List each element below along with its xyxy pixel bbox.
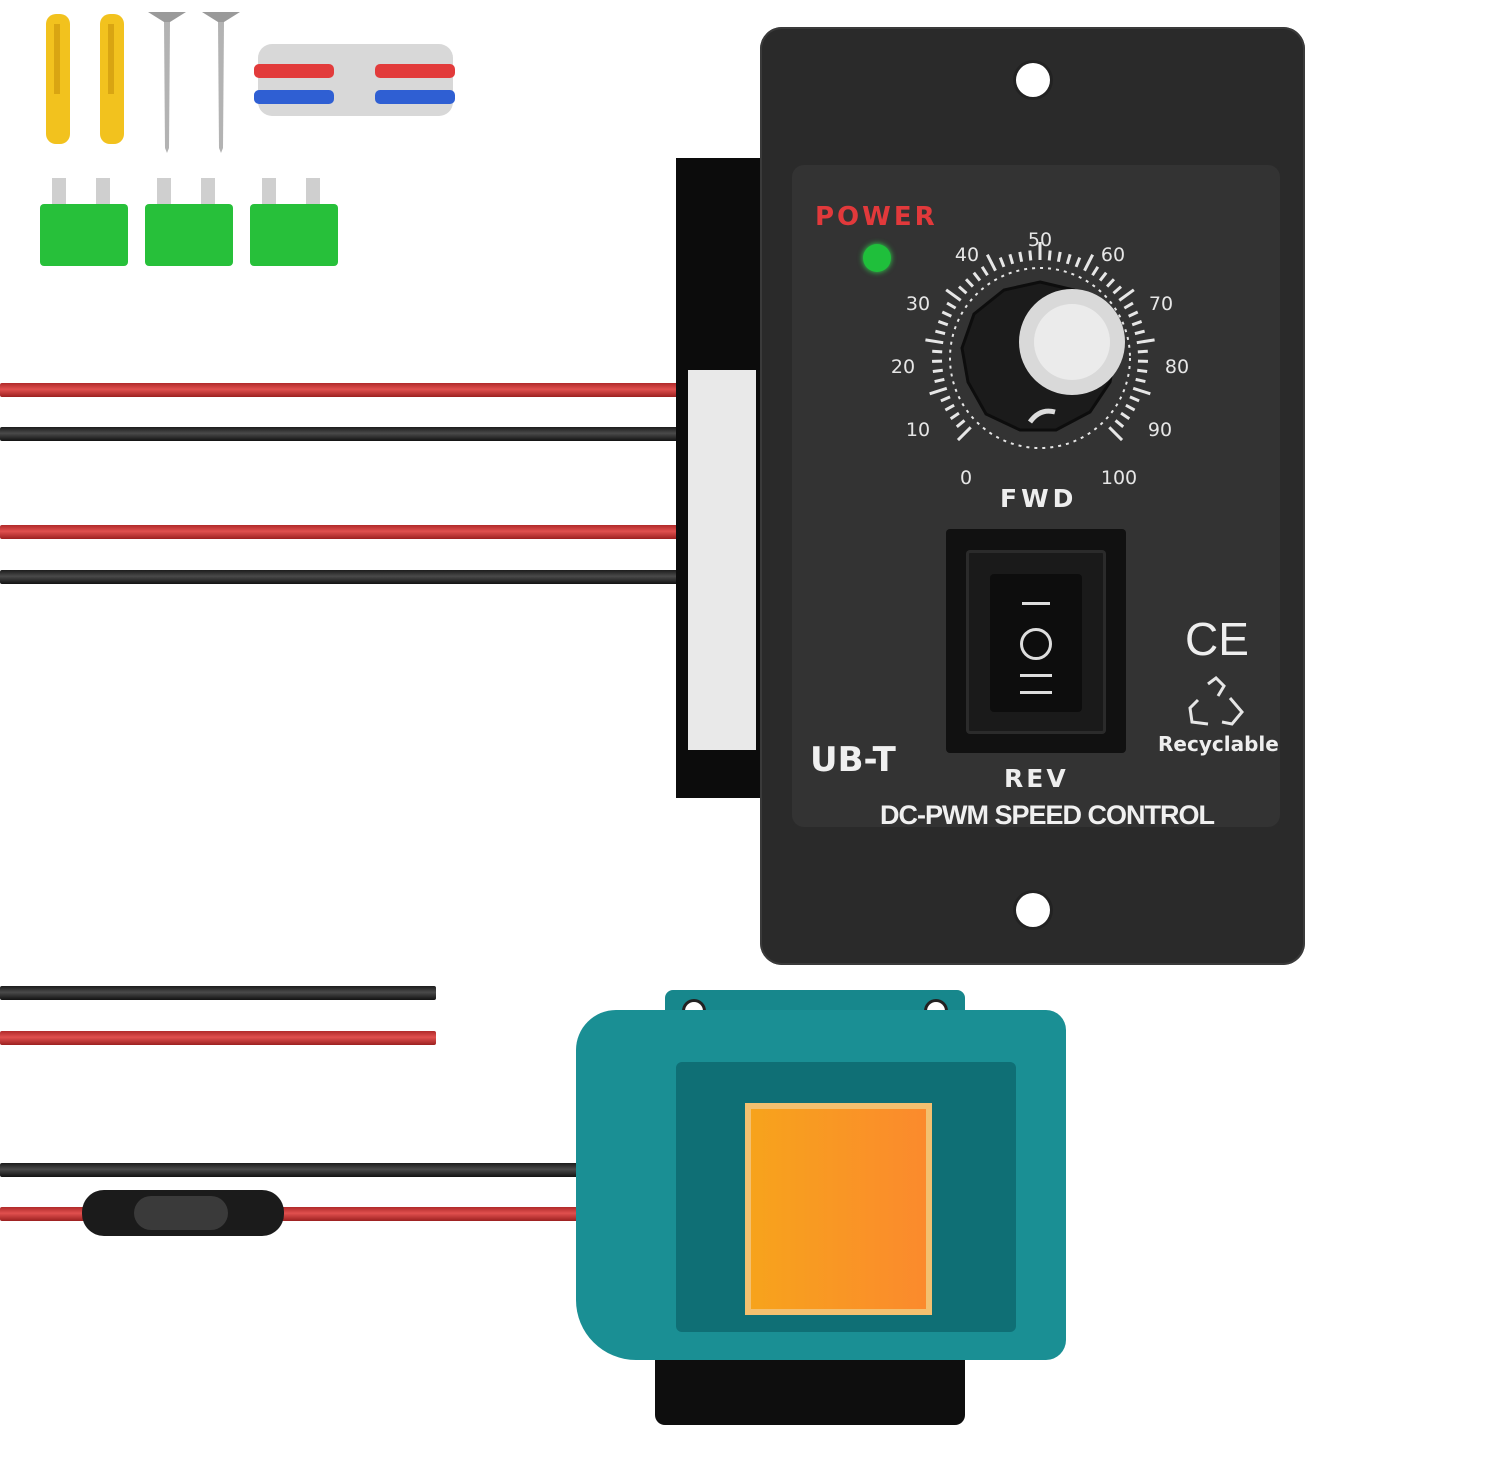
switch-rev-mark-icon: [1020, 674, 1052, 694]
dial-tick: [946, 301, 957, 310]
recyclable-label: Recyclable: [1158, 732, 1279, 756]
dial-mark-20: 20: [890, 356, 916, 378]
dial-tick: [1136, 338, 1155, 345]
dial-tick: [1047, 250, 1052, 261]
speed-dial-scale: [925, 242, 1155, 449]
side-spec-label: [688, 370, 756, 750]
dial-tick: [932, 368, 943, 374]
dial-tick: [1098, 271, 1108, 282]
dial-tick: [964, 278, 975, 288]
inline-fuse-holder: [82, 1190, 284, 1236]
red-wire: [0, 1031, 436, 1045]
rev-label: REV: [1004, 764, 1069, 793]
dial-mark-100: 100: [1100, 467, 1138, 489]
dial-mark-50: 50: [1027, 229, 1053, 251]
dial-tick: [1131, 320, 1143, 327]
brand-label: UB-T: [810, 740, 896, 780]
accessories: [40, 12, 455, 266]
dial-tick: [1114, 419, 1125, 428]
fwd-label: FWD: [1000, 484, 1078, 513]
dial-tick: [929, 386, 948, 396]
dial-tick: [1137, 368, 1148, 374]
wall-anchor-icon: [100, 14, 124, 144]
power-label: POWER: [815, 202, 938, 232]
dial-tick: [932, 349, 943, 354]
dial-tick: [957, 285, 968, 295]
dial-tick: [1135, 377, 1146, 384]
dial-tick: [1128, 310, 1139, 318]
dial-tick: [937, 320, 949, 327]
dial-tick: [944, 403, 955, 412]
dial-tick: [998, 257, 1006, 268]
dial-tick: [1137, 349, 1148, 354]
black-wire: [0, 1163, 580, 1177]
mounting-hole: [1016, 893, 1050, 927]
dial-tick: [955, 419, 966, 428]
dial-mark-60: 60: [1100, 244, 1126, 266]
dial-tick: [1056, 251, 1062, 263]
blade-fuse-icon: [40, 178, 128, 266]
mounting-hole: [1016, 63, 1050, 97]
dial-tick: [1118, 288, 1135, 302]
dial-mark-0: 0: [959, 467, 973, 489]
wire-connector-icon: [254, 44, 455, 116]
dial-tick: [972, 271, 982, 282]
dial-tick: [1105, 278, 1116, 288]
dial-tick: [940, 395, 951, 403]
blade-fuse-icon: [145, 178, 233, 266]
ce-mark: CE: [1185, 613, 1249, 665]
wall-anchor-icon: [46, 14, 70, 144]
dial-tick: [1134, 329, 1145, 336]
dial-tick: [1112, 285, 1123, 295]
black-wire: [0, 570, 690, 584]
dial-tick: [1028, 250, 1033, 261]
dial-tick: [935, 329, 946, 336]
dial-mark-10: 10: [905, 419, 931, 441]
dial-tick: [949, 411, 960, 420]
dial-tick: [925, 338, 944, 345]
dial-tick: [945, 288, 962, 302]
dial-mark-80: 80: [1164, 356, 1190, 378]
dial-tick: [1083, 253, 1094, 272]
switch-fwd-mark-icon: [1022, 602, 1050, 605]
dial-tick: [1132, 386, 1151, 396]
product-name-label: DC-PWM SPEED CONTROL: [880, 800, 1215, 830]
dial-tick: [1008, 253, 1015, 265]
red-wire: [0, 383, 690, 397]
dial-tick: [1065, 253, 1072, 265]
dial-tick: [1120, 411, 1131, 420]
dial-mark-40: 40: [954, 244, 980, 266]
screw-icon: [202, 12, 240, 153]
dial-tick: [980, 266, 989, 277]
switch-off-mark-icon: [1020, 628, 1052, 660]
dial-tick: [1125, 403, 1136, 412]
dial-mark-70: 70: [1148, 293, 1174, 315]
dial-tick: [941, 310, 952, 318]
blade-fuse-icon: [250, 178, 338, 266]
red-wire: [0, 525, 690, 539]
dial-mark-30: 30: [905, 293, 931, 315]
power-led-icon: [863, 244, 891, 272]
dial-mark-90: 90: [1147, 419, 1173, 441]
rocker-key[interactable]: [990, 574, 1082, 712]
black-wire: [0, 427, 690, 441]
recycle-icon: [1188, 676, 1244, 726]
dial-tick: [1108, 426, 1124, 442]
screw-icon: [148, 12, 186, 153]
black-wire: [0, 986, 436, 1000]
dial-tick: [986, 253, 997, 272]
battery-terminal-block: [745, 1103, 932, 1315]
dial-tick: [956, 426, 972, 442]
dial-tick: [1074, 257, 1082, 268]
dial-tick: [1018, 251, 1024, 263]
dial-tick: [934, 377, 945, 384]
dial-tick: [1091, 266, 1100, 277]
dial-tick: [1123, 301, 1134, 310]
dial-tick: [1129, 395, 1140, 403]
